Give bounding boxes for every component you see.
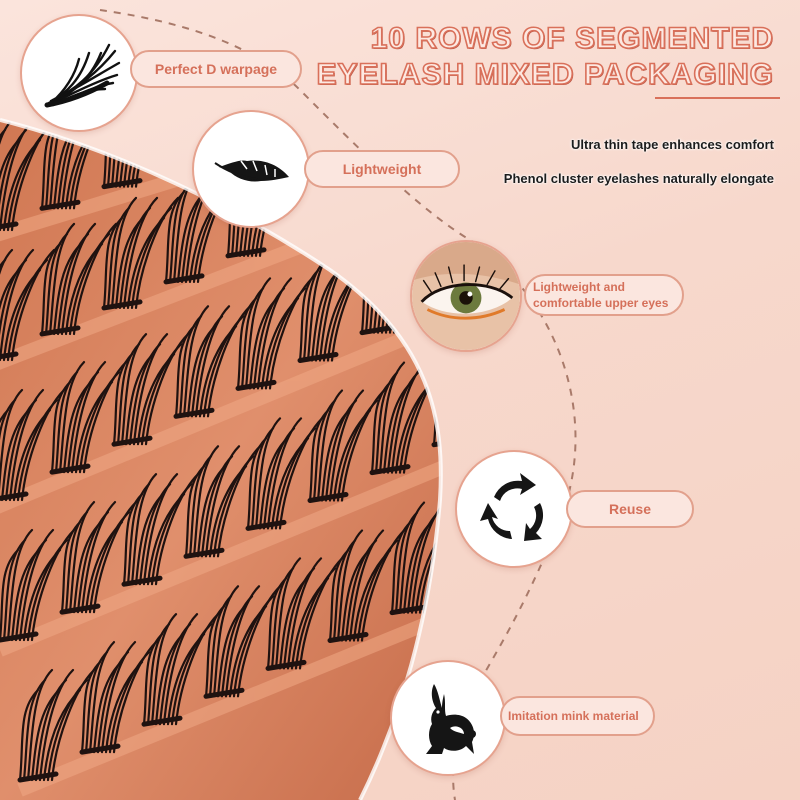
- lash-cluster: [17, 668, 96, 783]
- lash-cluster: [49, 361, 128, 475]
- lash-cluster: [307, 389, 386, 503]
- lash-cluster: [79, 641, 158, 755]
- lash-cluster: [327, 529, 406, 643]
- feature-reuse: Reuse: [566, 490, 694, 528]
- feature-imitation-mink: Imitation mink material: [500, 696, 655, 736]
- lash-cluster: [0, 528, 76, 643]
- lash-cluster: [203, 585, 282, 699]
- tray-divider: [0, 301, 441, 517]
- lash-cluster: [121, 473, 200, 587]
- feature-perfect-d-warpage: Perfect D warpage: [130, 50, 302, 88]
- tray-divider: [0, 445, 441, 657]
- feature-comfortable-upper-eyes: Lightweight and comfortable upper eyes: [524, 274, 684, 316]
- lash-cluster: [235, 277, 314, 391]
- lash-cluster: [245, 417, 324, 531]
- title-underline: [655, 97, 780, 99]
- lash-cluster: [39, 222, 118, 337]
- eye-photo: [410, 240, 522, 352]
- lash-cluster: [173, 305, 252, 419]
- lash-cluster: [141, 613, 220, 727]
- feature-eye-line1: Lightweight and: [533, 280, 625, 294]
- lash-cluster: [111, 333, 190, 447]
- feature-eye-line2: comfortable upper eyes: [533, 296, 669, 310]
- rabbit-icon: [390, 660, 506, 776]
- lash-cluster: [0, 248, 56, 363]
- feature-lightweight: Lightweight: [304, 150, 460, 188]
- title-line-2: EYELASH MIXED PACKAGING: [316, 57, 774, 92]
- tray-divider: [17, 603, 441, 797]
- note-phenol-cluster: Phenol cluster eyelashes naturally elong…: [503, 171, 774, 186]
- lash-cluster: [183, 445, 262, 559]
- lash-cluster: [265, 557, 344, 671]
- note-ultra-thin-tape: Ultra thin tape enhances comfort: [571, 137, 774, 152]
- feather-icon: [192, 110, 310, 228]
- lash-cluster: [101, 196, 180, 311]
- lash-curl-icon: [20, 14, 138, 132]
- title-line-1: 10 ROWS OF SEGMENTED: [370, 21, 774, 56]
- recycle-arrows-icon: [455, 450, 573, 568]
- lash-cluster: [0, 388, 66, 503]
- lash-cluster: [59, 501, 138, 615]
